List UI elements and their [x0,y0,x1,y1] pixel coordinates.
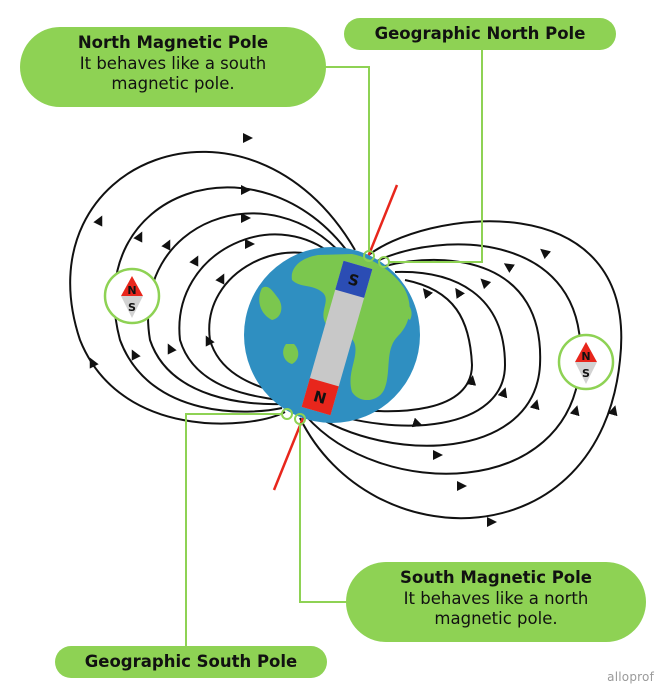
field-arrow [455,287,465,299]
field-arrow [497,387,508,399]
geographic-south-pole-label: Geographic South Pole [55,646,327,678]
landmass [401,300,412,320]
compass-needle-north [121,276,143,296]
south-magnetic-pole-title: South Magnetic Pole [400,568,592,587]
compass-needle-north [575,342,597,362]
field-line [317,279,474,413]
compass-needle-south [575,362,597,384]
field-arrow [189,255,199,267]
north-magnetic-pole-label: North Magnetic Pole It behaves like a so… [20,27,326,107]
field-arrow [133,231,143,243]
field-arrow [529,399,540,411]
landmass [283,344,299,364]
south-magnetic-pole-desc-line2: magnetic pole. [434,609,558,629]
magnet-body [301,260,373,416]
compass-right-n-label: N [581,350,590,363]
field-arrow [167,343,177,355]
north-magnetic-leader [322,66,370,251]
field-arrow [607,405,618,417]
compass-left-s-label: S [128,301,136,314]
field-arrow [480,278,492,290]
field-arrow [569,405,580,417]
compass-right: N S [557,333,615,391]
field-arrow [540,248,552,260]
field-arrows-left [89,133,255,369]
geographic-north-leader [389,46,483,263]
compass-left: N S [103,267,161,325]
north-magnetic-pole-desc-line1: It behaves like a south [79,53,267,73]
bar-magnet: S N [301,260,373,416]
north-magnetic-pole-desc-line2: magnetic pole. [111,74,235,94]
south-magnetic-pole-label: South Magnetic Pole It behaves like a no… [346,562,646,642]
brand-logo-text: alloprof [607,670,654,684]
compass-right-s-label: S [582,367,590,380]
field-arrow [503,263,515,273]
geographic-south-leader [185,413,282,652]
north-magnetic-pole-title: North Magnetic Pole [77,33,269,52]
field-line [178,233,341,401]
field-arrow [131,349,141,361]
field-arrow [411,417,423,428]
magnet-south-label: S [346,270,361,290]
field-line [299,220,623,520]
field-arrow [215,273,225,285]
field-arrow [93,215,103,227]
field-line [313,270,507,427]
field-line [69,150,356,425]
geographic-north-pole-label: Geographic North Pole [344,18,616,50]
field-arrow [466,375,477,386]
magnet-north-label: N [311,387,328,408]
landmass [259,286,282,320]
compass-left-n-label: N [127,284,136,297]
south-magnetic-leader [299,424,350,603]
compass-needle-south [121,296,143,318]
leader-lines [185,46,483,652]
field-arrow [422,288,434,300]
south-magnetic-pole-desc-line1: It behaves like a north [403,588,589,608]
magnet-south-end [335,260,373,298]
magnet-north-end [301,378,339,416]
field-line [208,251,336,393]
